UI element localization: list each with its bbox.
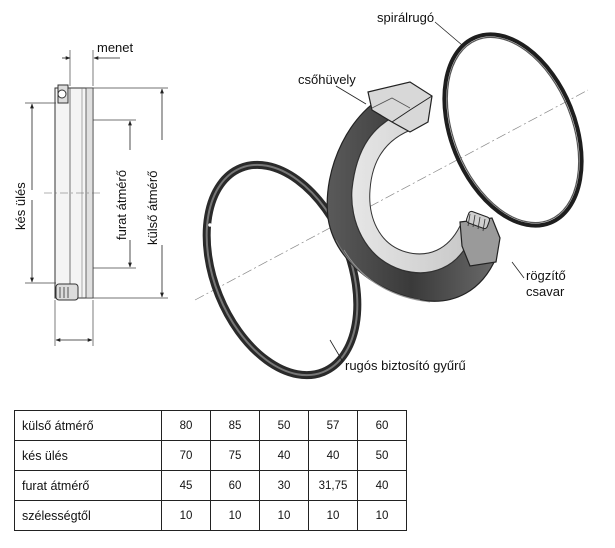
spiral-spring-drawing [442,32,584,228]
specification-table: külső átmérő 80 85 50 57 60 kés ülés 70 … [14,410,407,531]
table-cell: 80 [161,410,211,441]
rogzito-label: rögzítő [526,268,566,283]
table-cell: 10 [259,500,309,531]
csavar-label: csavar [526,284,565,299]
row-label: furat átmérő [14,470,162,501]
table-cell: 10 [308,500,358,531]
table-cell: 10 [210,500,260,531]
table-cell: 57 [308,410,358,441]
rugos-biztosito-gyuru-label: rugós biztosító gyűrű [345,358,466,373]
table-row: külső átmérő 80 85 50 57 60 [14,410,407,441]
row-label: kés ülés [14,440,162,471]
row-label: szélességtől [14,500,162,531]
table-cell: 70 [161,440,211,471]
table-cell: 60 [357,410,407,441]
table-cell: 40 [357,470,407,501]
csohuvely-label: csőhüvely [298,72,356,87]
menet-label: menet [97,40,134,55]
table-cell: 50 [259,410,309,441]
table-row: szélességtől 10 10 10 10 10 [14,500,407,531]
table-cell: 45 [161,470,211,501]
table-cell: 31,75 [308,470,358,501]
table-cell: 75 [210,440,260,471]
furat-atmero-label: furat átmérő [114,170,129,240]
table-cell: 85 [210,410,260,441]
axis-line [194,89,589,301]
side-view-drawing [25,50,168,346]
table-cell: 10 [357,500,407,531]
fixing-screw-drawing [465,210,491,232]
table-cell: 60 [210,470,260,501]
sleeve-drawing [326,81,501,303]
table-cell: 40 [259,440,309,471]
table-row: kés ülés 70 75 40 40 50 [14,440,407,471]
kulso-atmero-label: külső átmérő [145,171,160,245]
kes-ules-label: kés ülés [13,182,28,230]
row-label: külső átmérő [14,410,162,441]
table-cell: 50 [357,440,407,471]
table-row: furat átmérő 45 60 30 31,75 40 [14,470,407,501]
table-cell: 40 [308,440,358,471]
spiralrugo-label: spirálrugó [377,10,434,25]
technical-drawing: menet kés ülés furat átmérő külső átmérő [13,10,589,380]
table-cell: 30 [259,470,309,501]
table-cell: 10 [161,500,211,531]
